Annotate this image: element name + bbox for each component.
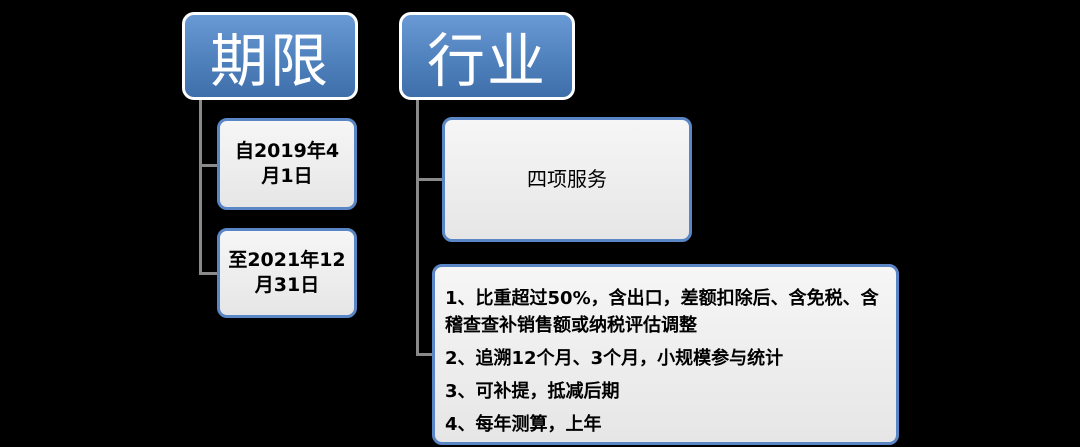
period-end-text: 至2021年12月31日: [228, 249, 346, 296]
condition-item-3: 3、可补提，抵减后期: [445, 381, 620, 402]
industry-header: 行业: [399, 12, 575, 100]
industry-connector-branch-1: [416, 178, 444, 181]
conditions-box: 1、比重超过50%，含出口，差额扣除后、含免税、含稽查查补销售额或纳税评估调整 …: [432, 264, 899, 445]
industry-connector-branch-2: [416, 353, 436, 356]
condition-item-1: 1、比重超过50%，含出口，差额扣除后、含免税、含稽查查补销售额或纳税评估调整: [445, 288, 879, 336]
period-connector-branch-1: [199, 164, 219, 167]
period-connector-vertical: [199, 98, 202, 275]
condition-item-4: 4、每年测算，上年: [445, 414, 602, 435]
period-start-box: 自2019年4月1日: [217, 118, 357, 210]
period-header: 期限: [182, 12, 358, 100]
service-box: 四项服务: [442, 117, 692, 242]
period-connector-branch-2: [199, 272, 219, 275]
industry-connector-vertical: [416, 98, 419, 356]
service-text: 四项服务: [527, 167, 607, 191]
condition-item-2: 2、追溯12个月、3个月，小规模参与统计: [445, 348, 784, 369]
period-start-text: 自2019年4月1日: [234, 140, 340, 187]
period-end-box: 至2021年12月31日: [217, 228, 357, 318]
